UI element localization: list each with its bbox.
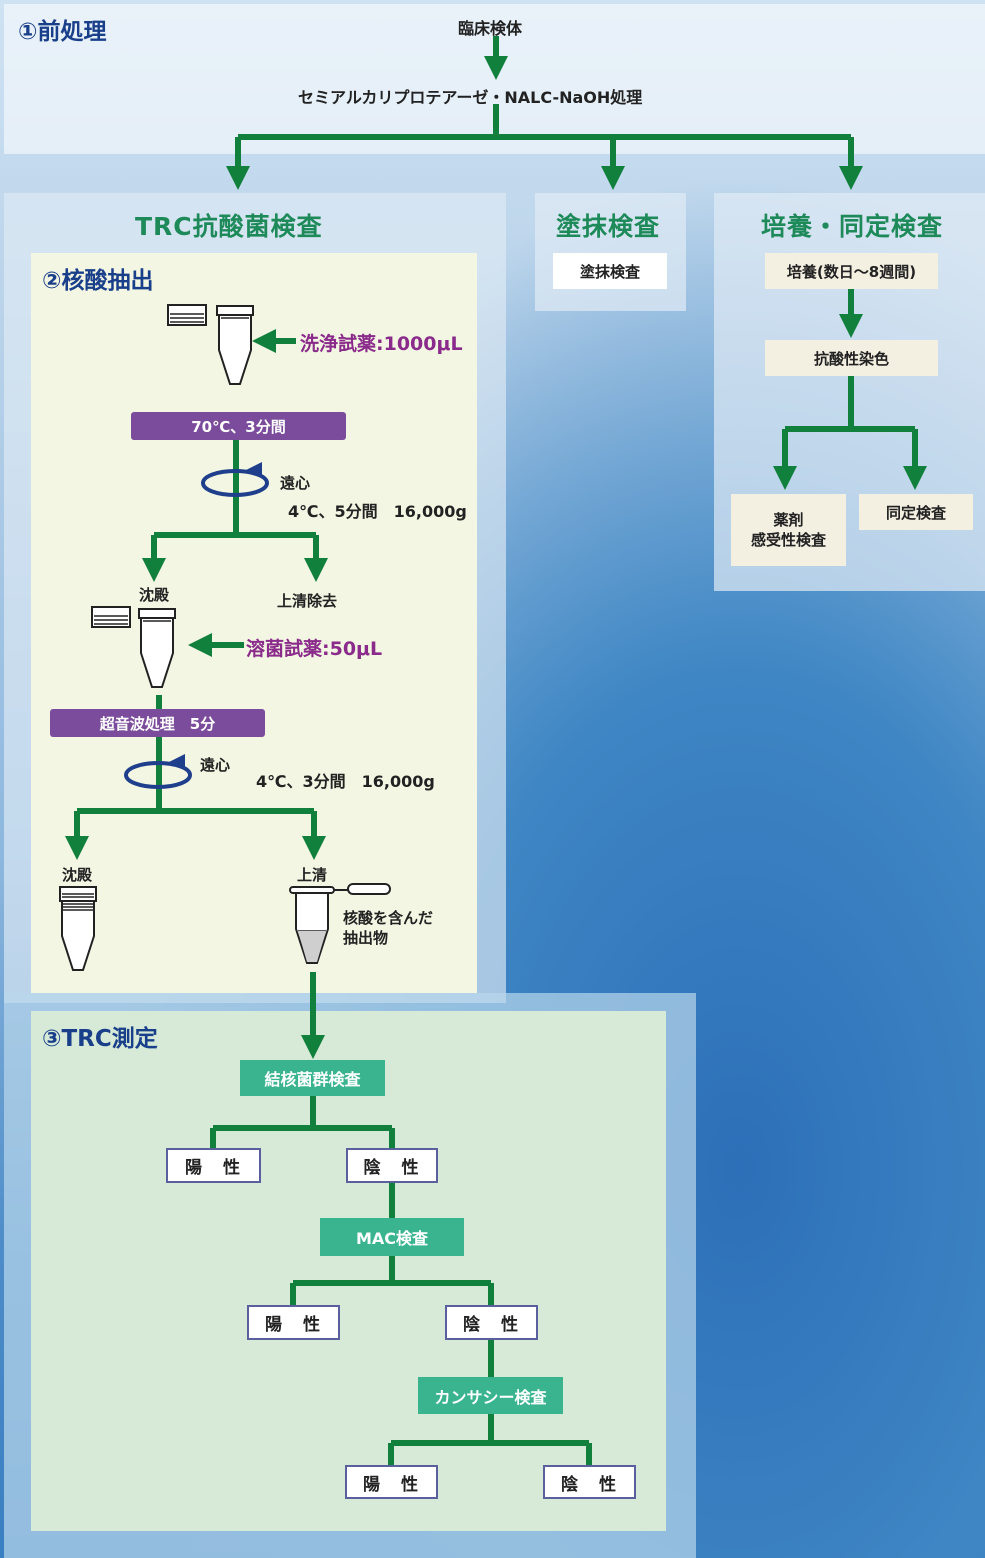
trc-section-title: TRC抗酸菌検査 [135,212,323,241]
pretreatment-process-label: セミアルカリプロテアーゼ・NALC-NaOH処理 [298,88,643,107]
acid-fast-stain-box: 抗酸性染色 [765,340,938,376]
rotation-arrow-icon [124,469,269,789]
lysis-reagent-label: 溶菌試薬:50μL [246,638,383,660]
mac-test-box: MAC検査 [320,1218,464,1256]
culture-section-title: 培養・同定検査 [761,212,944,241]
tube-cap-icon [91,304,207,628]
mac-positive-box: 陽 性 [247,1305,340,1340]
supernatant2-label: 上清 [297,866,328,884]
centrifuge1-conditions: 4℃、5分間 16,000g [288,502,467,521]
kansasii-test-box: カンサシー検査 [418,1377,563,1414]
drug-susceptibility-box: 薬剤 感受性検査 [731,494,846,566]
tb-complex-test-box: 結核菌群検査 [240,1060,385,1096]
centrifuge1-label: 遠心 [280,474,311,492]
kansasii-positive-box: 陽 性 [345,1465,438,1499]
precipitate2-label: 沈殿 [62,866,93,884]
kansasii-negative-box: 陰 性 [543,1465,636,1499]
smear-panel [535,193,686,311]
smear-section-title: 塗抹検査 [556,212,661,241]
centrifuge2-label: 遠心 [200,756,231,774]
tb-positive-box: 陽 性 [166,1148,261,1183]
extraction-title: ②核酸抽出 [42,268,154,294]
drug-susceptibility-line2: 感受性検査 [750,531,826,549]
tb-negative-box: 陰 性 [346,1148,438,1183]
culture-box: 培養(数日〜8週間) [765,253,938,289]
smear-test-box: 塗抹検査 [553,253,667,289]
clinical-specimen-label: 臨床検体 [458,19,523,38]
wash-reagent-label: 洗浄試薬:1000μL [300,333,463,355]
sonication-step-box: 超音波処理 5分 [50,709,265,737]
pretreatment-title: ①前処理 [18,19,107,45]
heat-step-box: 70℃、3分間 [131,412,346,440]
mac-negative-box: 陰 性 [445,1305,538,1340]
identification-box: 同定検査 [859,494,973,530]
precipitate1-label: 沈殿 [139,586,170,604]
supernatant-removed-label: 上清除去 [277,592,338,610]
measurement-title: ③TRC測定 [42,1026,158,1052]
centrifuge2-conditions: 4℃、3分間 16,000g [256,772,435,791]
extract-label-line1: 核酸を含んだ [343,909,434,927]
extract-label-line2: 抽出物 [343,929,389,947]
drug-susceptibility-line1: 薬剤 [773,511,804,529]
